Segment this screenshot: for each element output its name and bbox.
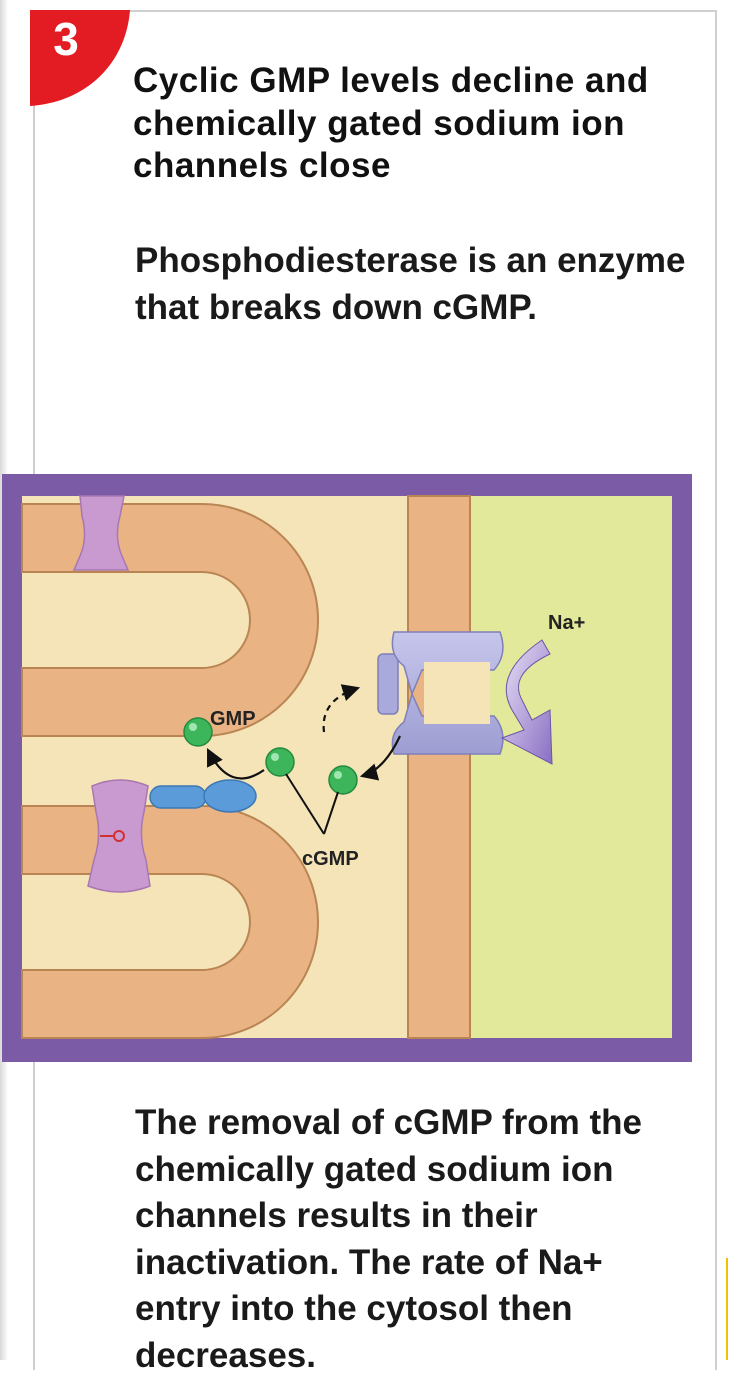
- cgmp-label: cGMP: [302, 848, 359, 870]
- cgmp-molecule-2: [328, 765, 358, 795]
- sodium-ion-label: Na+: [548, 612, 586, 634]
- cgmp-pointer-1: [285, 773, 325, 835]
- gmp-label: GMP: [210, 708, 256, 730]
- phosphodiesterase-right: [203, 779, 257, 813]
- rod-cell-diagram: Na+ GMP cGMP: [2, 474, 692, 1062]
- extracellular-region: [470, 496, 672, 1038]
- cgmp-pointer-2: [323, 791, 339, 835]
- explanation-text: The removal of cGMP from the chemically …: [135, 1103, 642, 1375]
- rebinding-arrow-dashed: [322, 684, 361, 733]
- rhodopsin-upper: [72, 495, 130, 571]
- retinal-icon: [100, 830, 125, 842]
- step-number: 3: [53, 13, 79, 65]
- phosphodiesterase-left: [149, 785, 207, 809]
- gmp-molecule: [183, 717, 213, 747]
- rhodopsin-lower: [87, 779, 151, 893]
- diagram-canvas: [2, 474, 692, 1062]
- yellow-edge-strip: [726, 1258, 728, 1360]
- step-badge: [30, 10, 130, 106]
- intro-text: Phosphodiesterase is an enzyme that brea…: [135, 241, 686, 327]
- sodium-entry-arrow: [500, 639, 553, 765]
- cgmp-release-arrow: [359, 735, 401, 781]
- cgmp-molecule-1: [265, 747, 295, 777]
- step-heading: Cyclic GMP levels decline and chemically…: [133, 61, 649, 186]
- sodium-channel: [377, 631, 504, 755]
- plasma-membrane: [407, 495, 471, 1039]
- hydrolysis-arrow: [207, 748, 265, 780]
